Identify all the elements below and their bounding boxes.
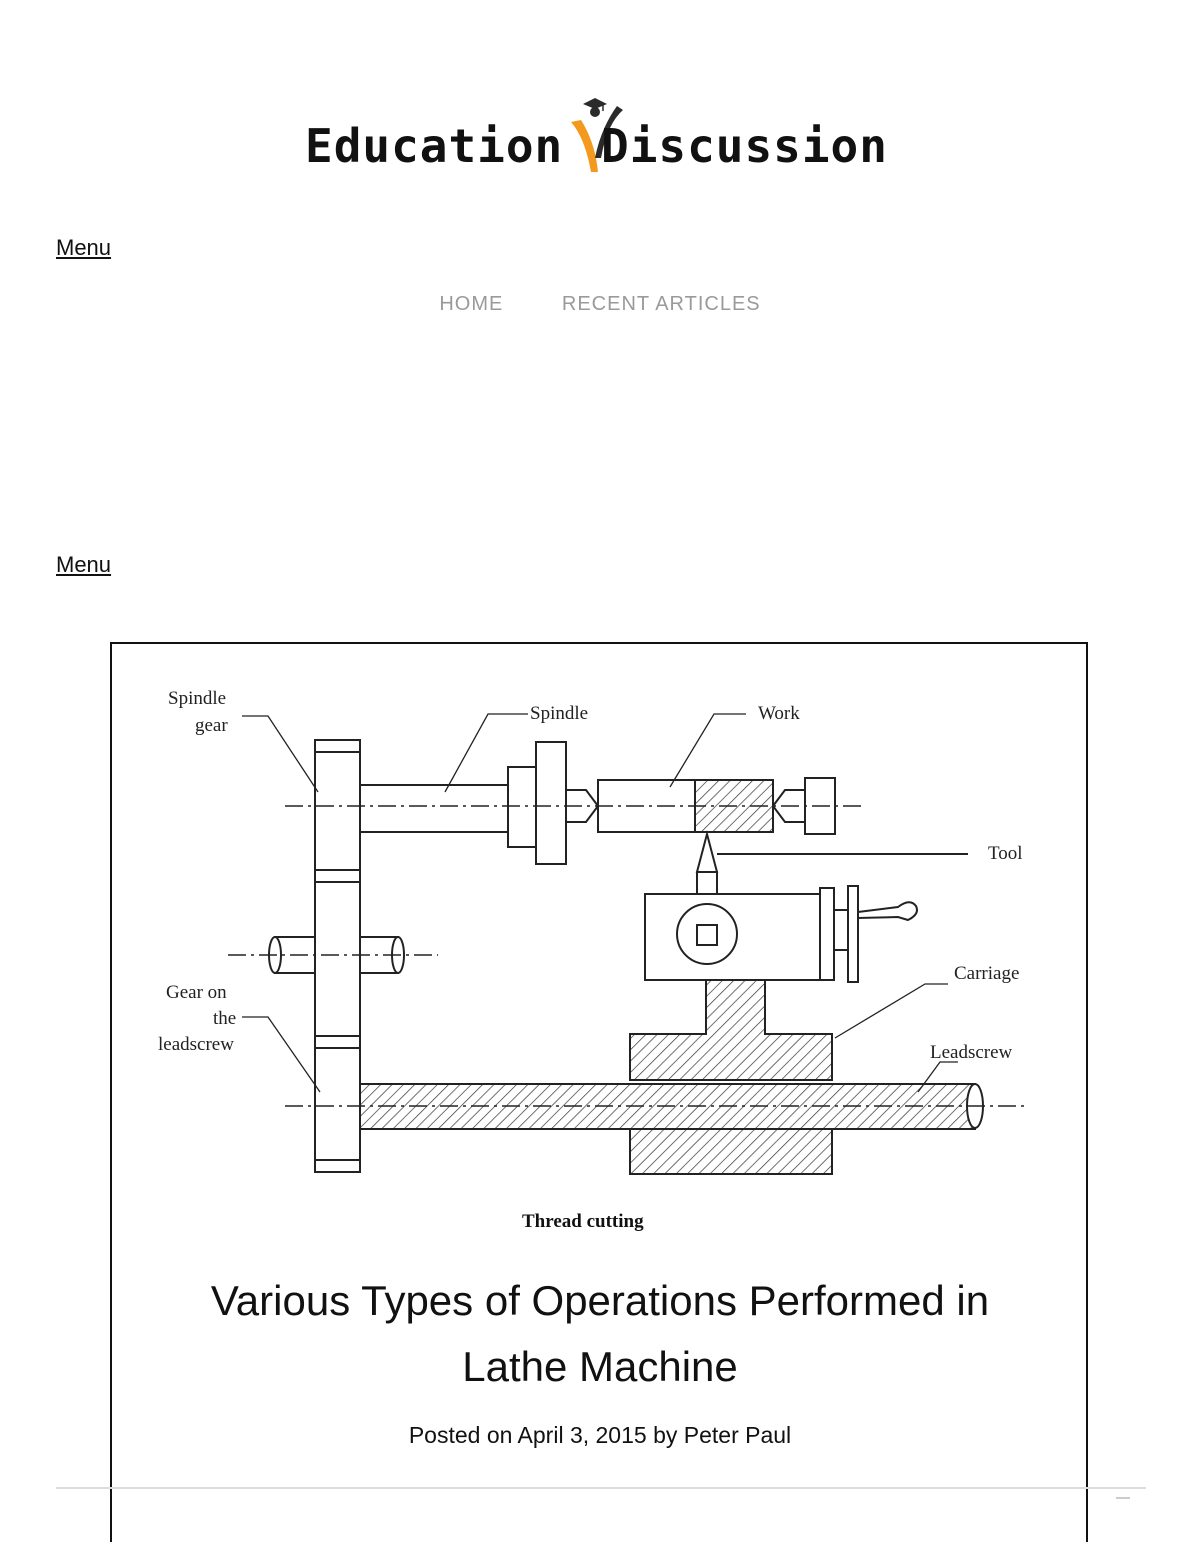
label-gear-on-line3: leadscrew <box>158 1034 234 1055</box>
label-gear-on-line1: Gear on <box>166 982 227 1003</box>
posted-on-label: Posted on <box>408 1422 513 1448</box>
thread-cutting-diagram: Spindle gear Spindle Work Tool Gear on t… <box>158 688 1025 1232</box>
label-work: Work <box>758 703 800 724</box>
label-tool: Tool <box>988 843 1023 864</box>
graduate-figure-icon <box>571 98 623 172</box>
label-spindle-gear-line2: gear <box>195 715 228 736</box>
menu-toggle-top[interactable]: Menu <box>56 235 112 260</box>
post-meta: Posted on April 3, 2015 by Peter Paul <box>0 1422 1200 1449</box>
label-carriage: Carriage <box>954 963 1019 984</box>
featured-image[interactable]: Spindle gear Spindle Work Tool Gear on t… <box>110 642 1090 1242</box>
footer-divider <box>56 1487 1146 1489</box>
nav-item-home[interactable]: HOME <box>439 293 504 315</box>
logo-text-left: Education <box>305 119 564 173</box>
label-spindle-gear-line1: Spindle <box>168 688 226 709</box>
menu-toggle-secondary[interactable]: Menu <box>56 552 112 577</box>
label-leadscrew: Leadscrew <box>930 1042 1013 1063</box>
article-card <box>110 642 1088 1542</box>
post-title[interactable]: Various Types of Operations Performed in… <box>210 1277 990 1390</box>
post-date-link[interactable]: April 3, 2015 <box>517 1422 647 1448</box>
logo-text-right: Discussion <box>601 119 888 173</box>
figure-caption: Thread cutting <box>522 1211 644 1232</box>
author-link[interactable]: Peter Paul <box>683 1422 792 1448</box>
site-logo[interactable]: Education Discussion <box>305 98 895 178</box>
nav-item-recent-articles[interactable]: RECENT ARTICLES <box>561 293 761 315</box>
by-label: by <box>653 1422 678 1448</box>
primary-nav: HOME RECENT ARTICLES <box>0 293 1200 316</box>
scroll-indicator[interactable] <box>1116 1497 1130 1499</box>
label-gear-on-line2: the <box>213 1008 236 1029</box>
label-spindle: Spindle <box>530 703 588 724</box>
